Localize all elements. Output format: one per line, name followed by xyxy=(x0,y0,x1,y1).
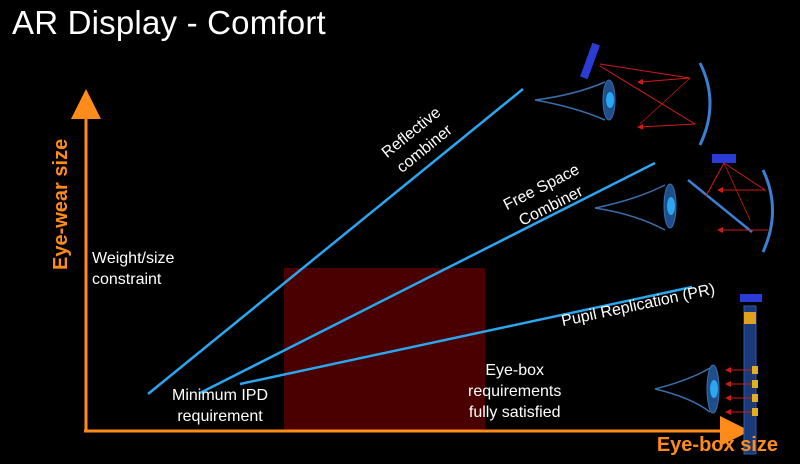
reflective-combiner-illustration xyxy=(534,42,712,146)
pupil-replication-line xyxy=(239,285,693,386)
slide-title: AR Display - Comfort xyxy=(12,4,326,41)
comfort-region xyxy=(284,268,485,431)
free-space-combiner-line xyxy=(199,161,656,395)
weight-constraint-label: Weight/size constraint xyxy=(92,250,175,288)
free-space-combiner-illustration xyxy=(594,154,774,253)
x-axis-label: Eye-box size xyxy=(656,434,778,456)
pupil-replication-illustration xyxy=(654,294,762,455)
reflective-combiner-line xyxy=(147,88,524,395)
min-ipd-label: Minimum IPD requirement xyxy=(172,387,269,425)
y-axis-label: Eye-wear size xyxy=(50,138,72,270)
eyebox-satisfied-label: Eye-box requirements fully satisfied xyxy=(468,362,562,421)
